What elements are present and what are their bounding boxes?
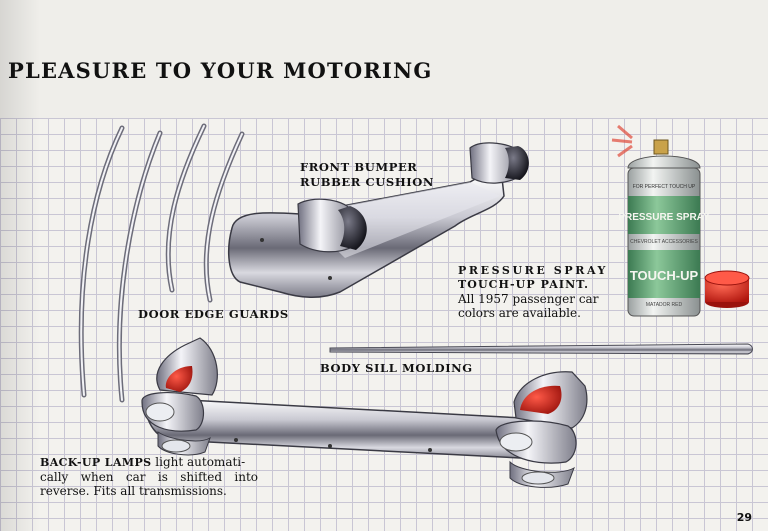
front-bumper-label-line1: FRONT BUMPER bbox=[300, 160, 418, 174]
can-top-text: FOR PERFECT TOUCH UP bbox=[633, 184, 696, 190]
paint-caption-line2: TOUCH-UP PAINT. bbox=[458, 278, 590, 291]
paint-caption-line3: All 1957 passenger car bbox=[458, 292, 599, 306]
paint-caption-line4: colors are available. bbox=[458, 306, 581, 320]
backup-lamps-caption: BACK-UP LAMPS light automati- cally when… bbox=[40, 455, 258, 498]
body-sill-molding-illustration bbox=[329, 343, 753, 355]
back-up-lamps-illustration bbox=[141, 337, 588, 488]
touch-up-paint-can-illustration: FOR PERFECT TOUCH UP PRESSURE SPRAY CHEV… bbox=[611, 124, 750, 317]
door-edge-guards-label: DOOR EDGE GUARDS bbox=[138, 307, 289, 321]
page-title: PLEASURE TO YOUR MOTORING bbox=[8, 58, 433, 83]
can-brand-text: TOUCH-UP bbox=[630, 268, 699, 283]
backup-lamps-caption-bold: BACK-UP LAMPS bbox=[40, 456, 152, 469]
paint-caption: PRESSURE SPRAY TOUCH-UP PAINT. All 1957 … bbox=[458, 264, 608, 320]
paint-caption-line1: PRESSURE SPRAY bbox=[458, 264, 608, 277]
door-edge-guards-illustration bbox=[78, 123, 245, 403]
backup-lamps-caption-line1: BACK-UP LAMPS light automati- bbox=[40, 455, 258, 470]
front-bumper-label: FRONT BUMPER RUBBER CUSHION bbox=[300, 160, 434, 190]
front-bumper-cushion-illustration bbox=[227, 142, 529, 298]
backup-lamps-caption-line1-rest: light automati- bbox=[151, 455, 246, 469]
can-band-text: PRESSURE SPRAY bbox=[618, 212, 710, 223]
can-color-name: MATADOR RED bbox=[646, 302, 683, 308]
backup-lamps-caption-line3: reverse. Fits all transmissions. bbox=[40, 484, 227, 498]
front-bumper-label-line2: RUBBER CUSHION bbox=[300, 175, 435, 189]
page-number: 29 bbox=[736, 511, 752, 524]
can-small-text: CHEVROLET ACCESSORIES bbox=[630, 239, 698, 245]
body-sill-molding-label: BODY SILL MOLDING bbox=[320, 361, 473, 375]
backup-lamps-caption-line2: cally when car is shifted into bbox=[40, 470, 258, 484]
